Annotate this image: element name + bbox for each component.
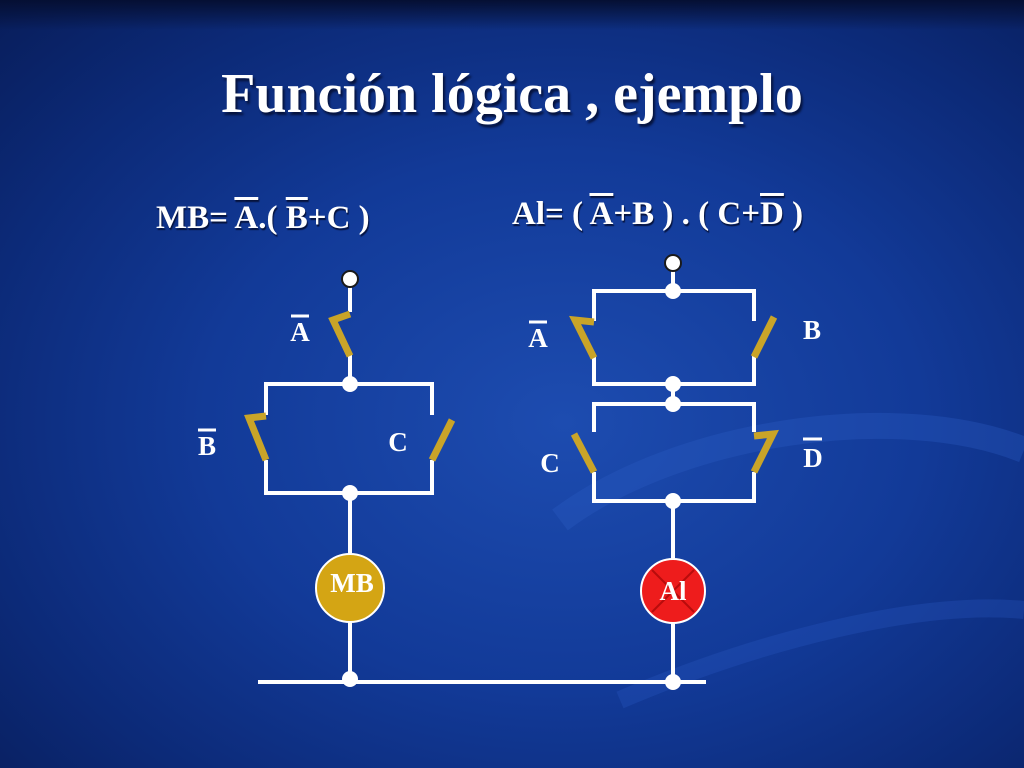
switch-c-2 bbox=[570, 432, 598, 474]
switch-b-inv bbox=[244, 412, 270, 462]
mb-node bbox=[342, 485, 358, 501]
al-node bbox=[665, 376, 681, 392]
label-c-2: C bbox=[540, 448, 560, 478]
al-node bbox=[665, 396, 681, 412]
slide-title: Función lógica , ejemplo bbox=[221, 63, 803, 125]
label-a-inv: A bbox=[290, 317, 310, 347]
label-d-inv: D bbox=[803, 443, 823, 473]
label-c: C bbox=[388, 427, 408, 457]
switch-a-inv-2 bbox=[569, 315, 598, 360]
switch-a-inv bbox=[328, 310, 354, 358]
mb-switches bbox=[244, 310, 456, 462]
al-load-label: Al bbox=[660, 576, 687, 606]
top-band bbox=[0, 0, 1024, 30]
label-a-inv-2: A bbox=[528, 323, 548, 353]
mb-terminal bbox=[341, 270, 359, 288]
switch-c bbox=[428, 418, 456, 462]
label-b-2: B bbox=[803, 315, 821, 345]
mb-node bbox=[342, 376, 358, 392]
mb-load-label: MB bbox=[330, 568, 374, 598]
switch-d-inv bbox=[750, 429, 779, 474]
al-terminal bbox=[664, 254, 682, 272]
bus-node bbox=[665, 674, 681, 690]
formula-al: Al= ( A+B ) . ( C+D ) bbox=[512, 196, 804, 232]
al-switches bbox=[569, 315, 779, 474]
switch-b bbox=[750, 315, 778, 359]
bus-node bbox=[342, 671, 358, 687]
label-b-inv: B bbox=[198, 431, 216, 461]
decor-swoosh bbox=[552, 413, 1024, 531]
al-node bbox=[665, 493, 681, 509]
al-node bbox=[665, 283, 681, 299]
mb-load-circle bbox=[315, 553, 385, 623]
al-load-cross bbox=[651, 569, 695, 613]
formula-mb: MB= A.( B+C ) bbox=[156, 200, 370, 236]
